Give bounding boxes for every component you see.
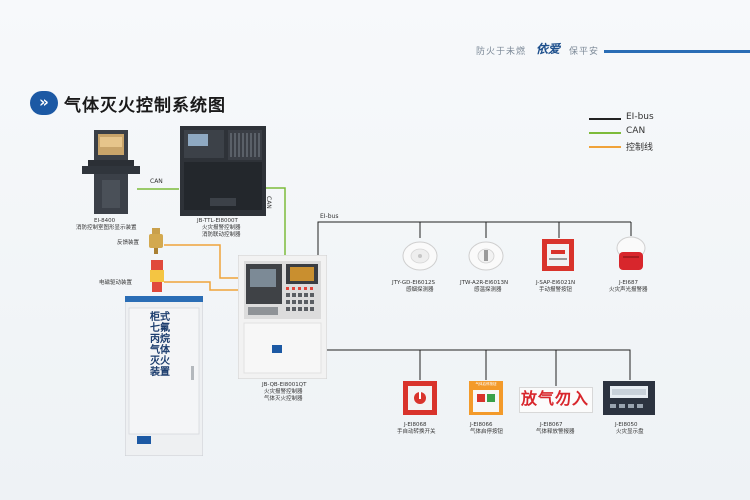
start-stop-face-text: 气体启停按钮 [475, 382, 497, 386]
start-stop-button-model: J-EI8066 [470, 422, 493, 428]
smoke-detector [402, 241, 438, 271]
control-line-feedback [164, 244, 238, 279]
feedback-device [149, 228, 163, 254]
manual-auto-switch [403, 381, 437, 415]
fire-display-name: 火灾显示盘 [616, 429, 644, 435]
slogan-rule [604, 50, 750, 53]
graphic-display-terminal [82, 130, 140, 214]
sounder-name: 火灾声光报警器 [609, 287, 648, 293]
slogan-right: 保平安 [569, 47, 600, 57]
gas-release-sign-name: 气体释放警报器 [536, 429, 575, 435]
can-label-top: CAN [150, 178, 163, 185]
manual-auto-switch-name: 手自动转换开关 [397, 429, 436, 435]
fire-controller-name1: 火灾报警控制器 [202, 225, 241, 231]
gas-controller-model: JB-QB-EI8001QT [262, 382, 307, 388]
legend-label-eibus: EI-bus [626, 112, 654, 122]
gas-extinguishing-cabinet [125, 296, 203, 456]
fire-display-model: J-EI8050 [615, 422, 638, 428]
manual-call-point-name: 手动报警按钮 [539, 287, 573, 293]
legend-line-control [589, 146, 621, 148]
gas-release-sign-model: J-EI8067 [540, 422, 563, 428]
manual-auto-switch-model: J-EI8068 [404, 422, 427, 428]
double-chevron-right-icon: » [30, 91, 58, 115]
diagram-title: 气体灭火控制系统图 [64, 96, 226, 116]
graphic-display-model: EI-8400 [94, 218, 116, 224]
graphic-display-name: 消防控制室图形显示装置 [76, 225, 137, 231]
can-line-vertical [264, 187, 286, 258]
heat-detector-model: JTW-A2R-EI6013N [460, 280, 509, 286]
legend-label-control: 控制线 [626, 143, 654, 153]
legend-label-can: CAN [626, 126, 646, 136]
smoke-detector-name: 感烟探测器 [406, 287, 434, 293]
sounder-strobe [616, 236, 646, 270]
heat-detector-name: 感温探测器 [474, 287, 502, 293]
eibus-label: EI-bus [320, 213, 339, 220]
manual-call-point-model: J-SAP-EI6021N [536, 280, 576, 286]
eibus-top [317, 221, 631, 255]
control-line-solenoid [164, 281, 238, 291]
fire-alarm-controller-cabinet [180, 126, 266, 216]
gas-controller-name1: 火灾报警控制器 [264, 389, 303, 395]
fire-controller-model: JB-TTL-EI8000T [197, 218, 238, 224]
manual-call-point [542, 239, 574, 271]
gas-start-stop-button [469, 381, 503, 415]
heat-detector [468, 241, 504, 271]
solenoid-drive-device [150, 260, 164, 292]
sounder-model: J-EI687 [619, 280, 639, 286]
eibus-bottom [327, 349, 631, 380]
gas-release-face-text: 放气勿入 [520, 389, 589, 408]
gas-extinguishing-controller [238, 255, 327, 379]
slogan-signature: 依爱 [536, 42, 561, 56]
legend-line-can [589, 132, 621, 134]
legend-line-eibus [589, 118, 621, 120]
start-stop-button-name: 气体启停按钮 [470, 429, 504, 435]
fire-display-panel [603, 381, 655, 415]
cabinet-text: 柜式七氟丙烷气体灭火装置 [150, 312, 170, 378]
smoke-detector-model: JTY-GD-EI6012S [392, 280, 435, 286]
gas-controller-name2: 气体灭火控制器 [264, 396, 303, 402]
gas-release-warning-sign [519, 387, 593, 413]
fire-controller-name2: 消防联动控制器 [202, 232, 241, 238]
can-label-vertical: CAN [265, 196, 272, 209]
slogan-left: 防火于未燃 [476, 47, 527, 57]
feedback-device-label: 反馈装置 [117, 240, 140, 246]
solenoid-device-label: 电磁驱动装置 [99, 280, 133, 286]
